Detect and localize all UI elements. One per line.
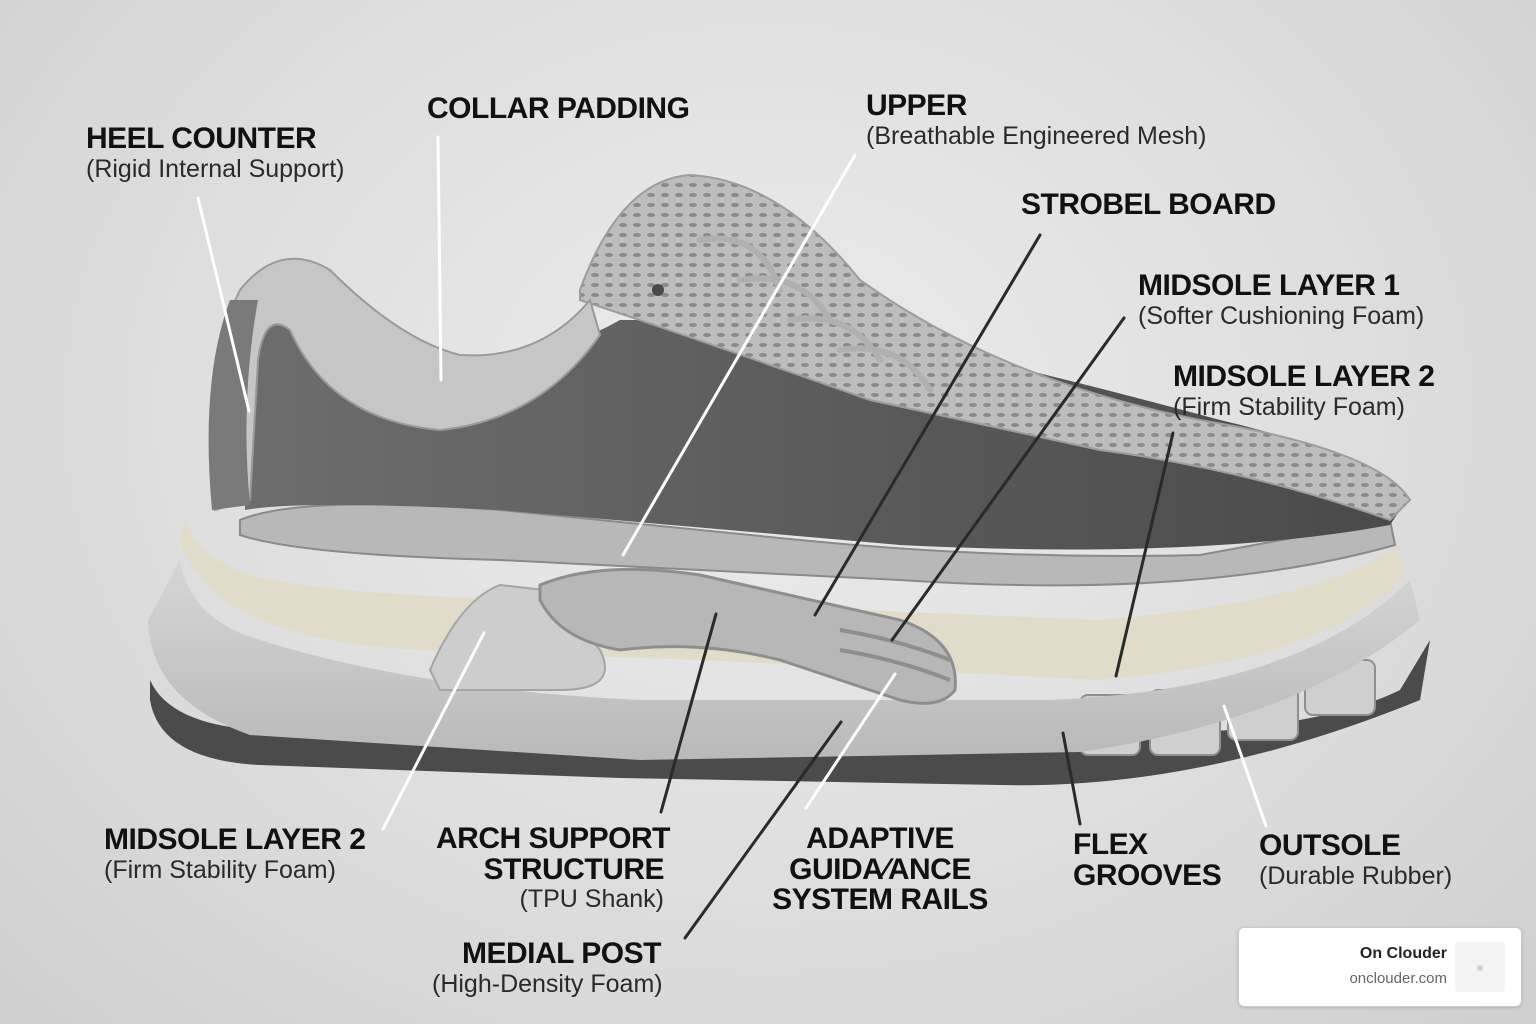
badge-url[interactable]: onclouder.com <box>1349 970 1447 987</box>
label-heel-counter: HEEL COUNTER (Rigid Internal Support) <box>86 124 344 182</box>
label-adaptive-guidance: ADAPTIVE GUIDA∕ANCE SYSTEM RAILS <box>760 824 1000 916</box>
heel-counter-sub: (Rigid Internal Support) <box>86 157 344 183</box>
strobel-board-title: STROBEL BOARD <box>1021 190 1276 221</box>
midsole-layer-2-left-sub: (Firm Stability Foam) <box>104 858 365 884</box>
arch-support-title-line1: ARCH SUPPORT <box>420 824 670 855</box>
label-arch-support: ARCH SUPPORT STRUCTURE (TPU Shank) <box>420 824 670 913</box>
label-midsole-layer-2-right: MIDSOLE LAYER 2 (Firm Stability Foam) <box>1173 362 1434 420</box>
flex-grooves-title-line1: FLEX <box>1073 830 1221 861</box>
label-strobel-board: STROBEL BOARD <box>1021 190 1276 221</box>
label-collar-padding: COLLAR PADDING <box>427 94 689 125</box>
outsole-title: OUTSOLE <box>1259 831 1452 862</box>
midsole-layer-2-right-title: MIDSOLE LAYER 2 <box>1173 362 1434 393</box>
eyelet-shape <box>652 284 664 296</box>
adaptive-guidance-title-line3: SYSTEM RAILS <box>760 885 1000 916</box>
medial-post-title: MEDIAL POST <box>432 939 663 970</box>
adaptive-guidance-title-line1: ADAPTIVE <box>760 824 1000 855</box>
midsole-layer-1-sub: (Softer Cushioning Foam) <box>1138 304 1424 330</box>
label-medial-post: MEDIAL POST (High-Density Foam) <box>432 939 663 997</box>
adaptive-guidance-title-line2: GUIDA∕ANCE <box>760 855 1000 886</box>
midsole-layer-1-title: MIDSOLE LAYER 1 <box>1138 271 1424 302</box>
label-midsole-layer-2-left: MIDSOLE LAYER 2 (Firm Stability Foam) <box>104 825 365 883</box>
midsole-layer-2-left-title: MIDSOLE LAYER 2 <box>104 825 365 856</box>
site-favicon-icon: ● <box>1455 942 1505 992</box>
label-flex-grooves: FLEX GROOVES <box>1073 830 1221 891</box>
upper-title: UPPER <box>866 91 1206 122</box>
arch-support-sub: (TPU Shank) <box>420 887 670 913</box>
label-upper: UPPER (Breathable Engineered Mesh) <box>866 91 1206 149</box>
midsole-layer-2-right-sub: (Firm Stability Foam) <box>1173 395 1434 421</box>
arch-support-title-line2: STRUCTURE <box>420 855 670 886</box>
leader-collar-padding <box>438 137 441 380</box>
label-outsole: OUTSOLE (Durable Rubber) <box>1259 831 1452 889</box>
upper-sub: (Breathable Engineered Mesh) <box>866 124 1206 150</box>
label-midsole-layer-1: MIDSOLE LAYER 1 (Softer Cushioning Foam) <box>1138 271 1424 329</box>
outsole-sub: (Durable Rubber) <box>1259 864 1452 890</box>
badge-name: On Clouder <box>1360 945 1447 963</box>
heel-counter-title: HEEL COUNTER <box>86 124 344 155</box>
collar-padding-title: COLLAR PADDING <box>427 94 689 125</box>
flex-grooves-title-line2: GROOVES <box>1073 861 1221 892</box>
source-badge[interactable]: On Clouder onclouder.com ● <box>1238 927 1522 1007</box>
medial-post-sub: (High-Density Foam) <box>432 972 663 998</box>
